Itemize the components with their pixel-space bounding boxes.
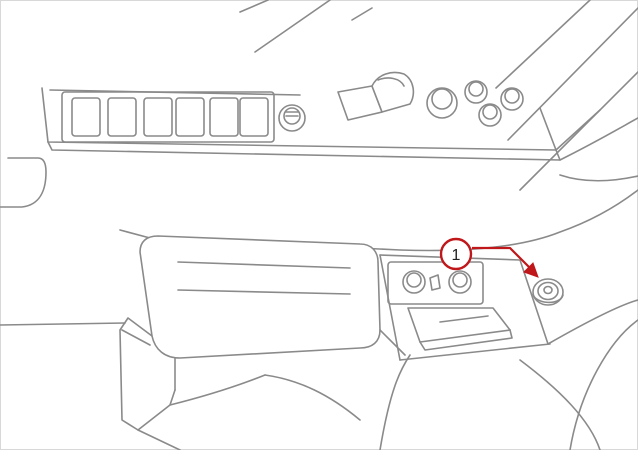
rocker-switch xyxy=(108,98,136,136)
rocker-switch xyxy=(144,98,172,136)
switch-panel xyxy=(388,262,483,304)
rocker-switch xyxy=(72,98,100,136)
power-outlet xyxy=(533,279,563,305)
switch-bank xyxy=(62,92,274,142)
rocker-switch xyxy=(176,98,204,136)
seat-outline xyxy=(138,375,360,450)
rocker-switch xyxy=(240,98,268,136)
callout-number: 1 xyxy=(452,247,461,264)
panel-knob xyxy=(449,271,471,293)
rocker-switch xyxy=(210,98,238,136)
storage-bin xyxy=(408,308,512,350)
armrest xyxy=(120,236,405,430)
rotary-knobs xyxy=(427,81,523,126)
dial-knob xyxy=(279,105,305,131)
panel-knob xyxy=(403,271,425,293)
control-lever xyxy=(338,73,413,121)
